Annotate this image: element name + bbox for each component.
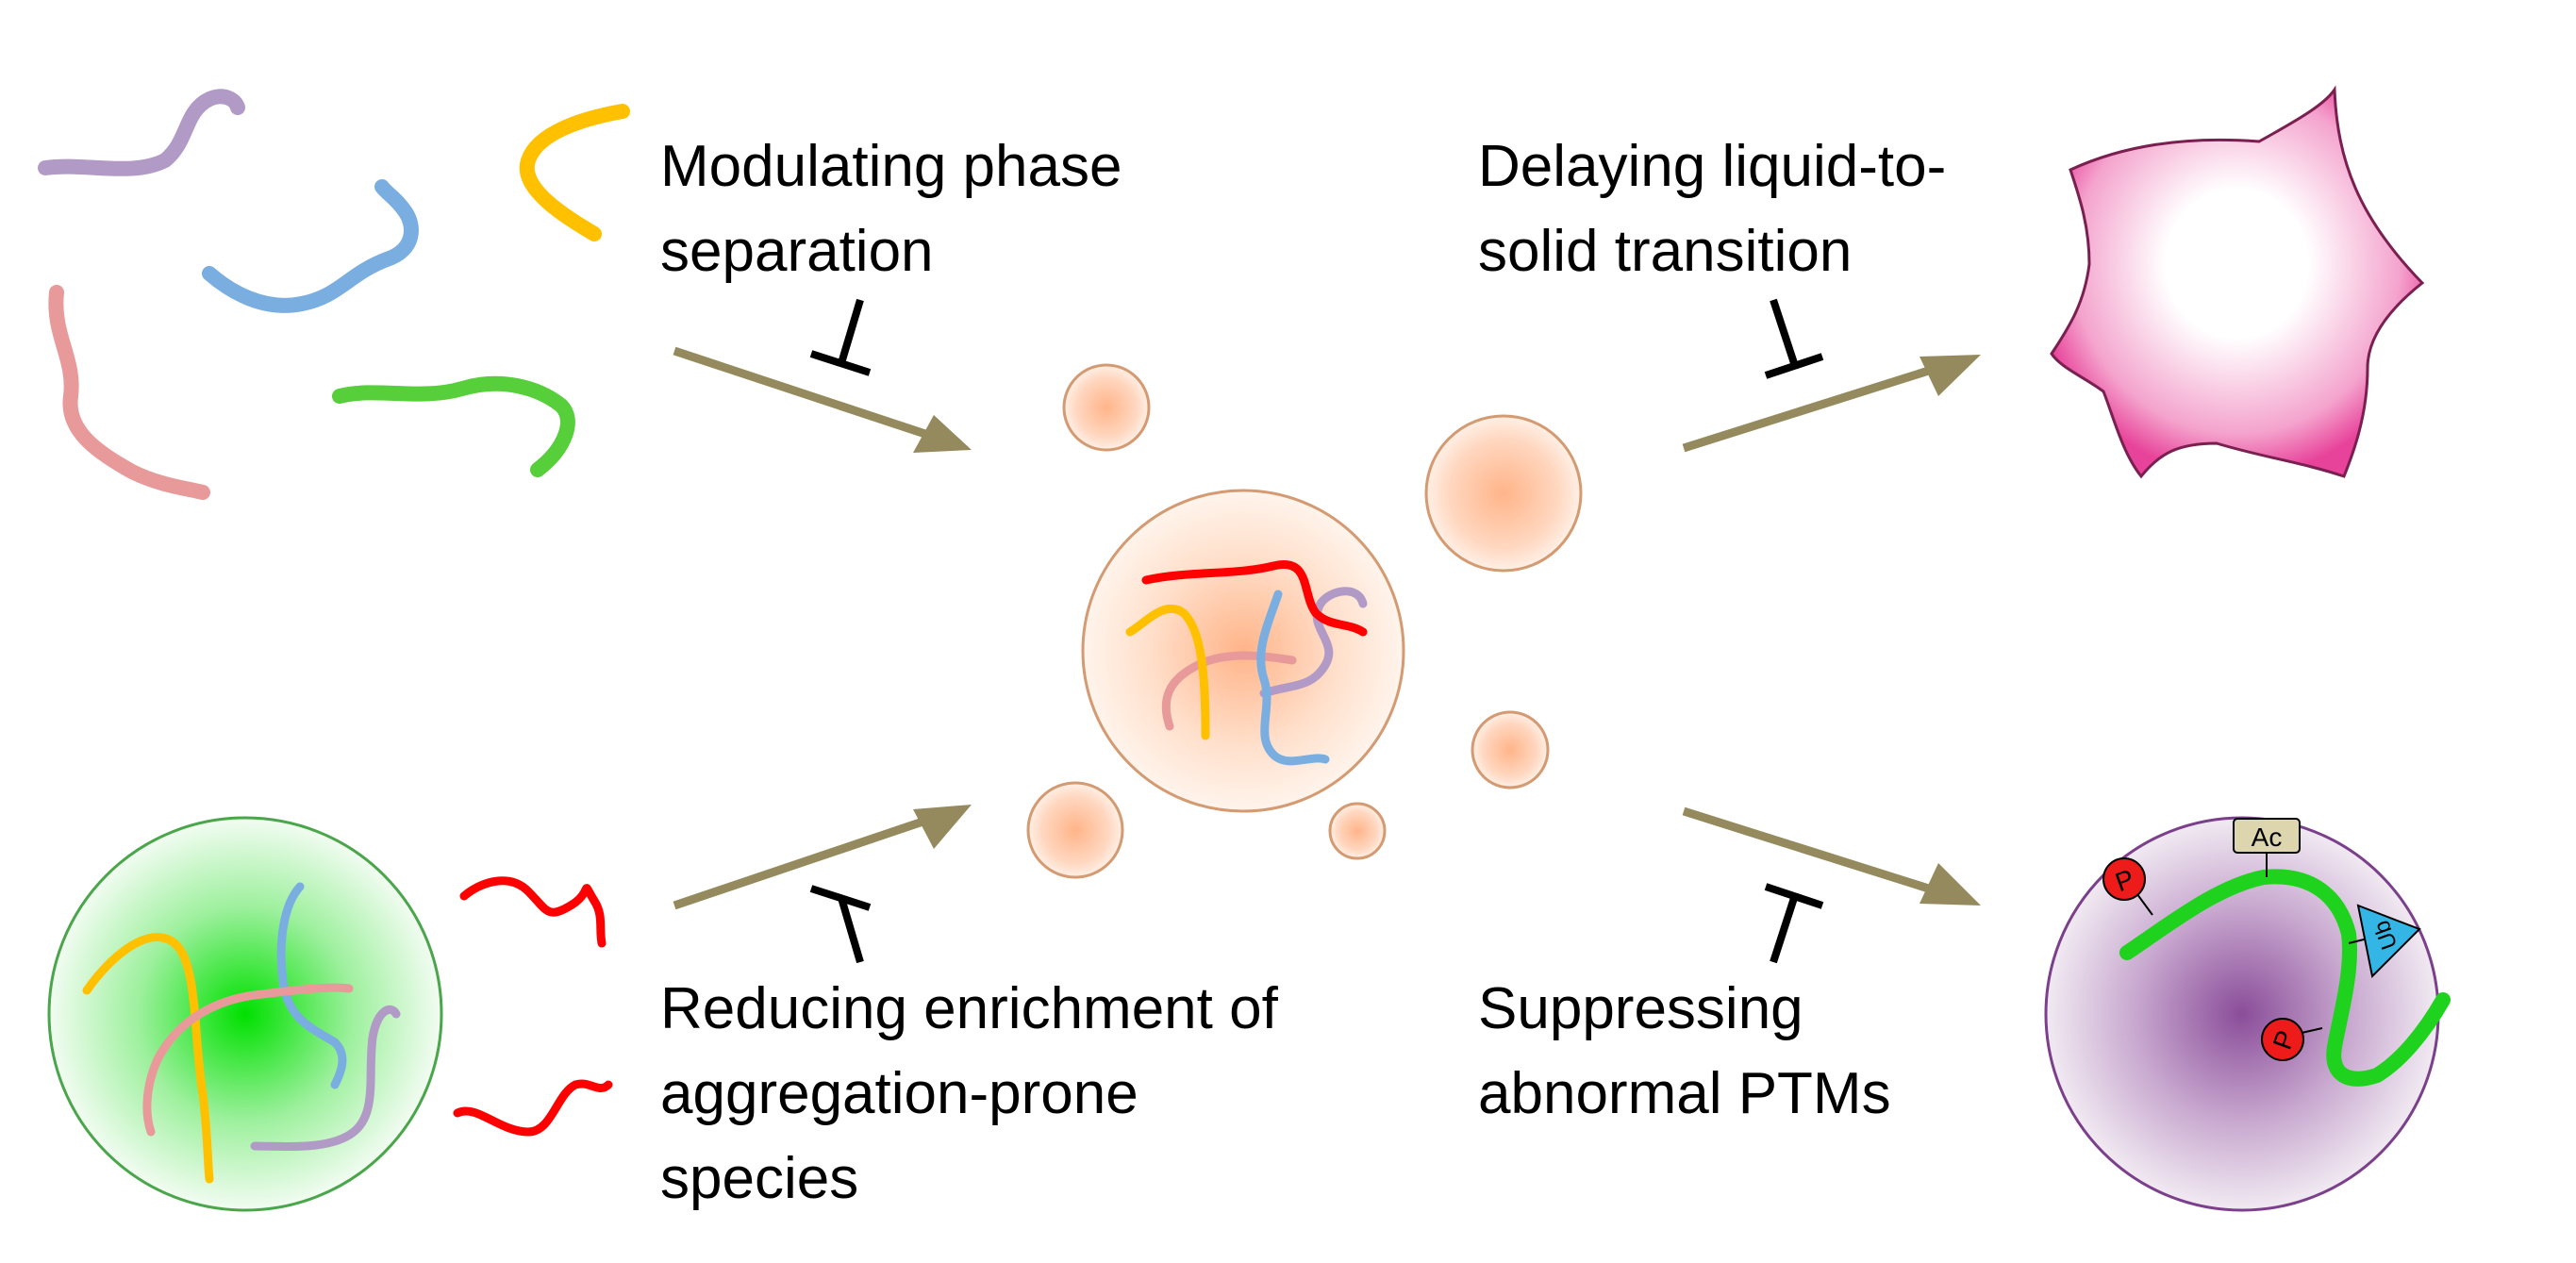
- chain-red-upper: [459, 876, 607, 948]
- label-top-left: Modulating phase separation: [660, 134, 1122, 284]
- label-line: Reducing enrichment of: [660, 976, 1279, 1041]
- ptm-condensate: P P Ac Ub: [2044, 816, 2451, 1212]
- solid-aggregate: [2050, 85, 2425, 479]
- phospho-link: [2301, 1027, 2323, 1034]
- label-line: species: [660, 1146, 858, 1211]
- arrow-head: [913, 805, 972, 849]
- central-droplet: [1081, 489, 1405, 813]
- chain-purple: [1259, 587, 1368, 698]
- chain-pink: [48, 285, 210, 500]
- label-bottom-left: Reducing enrichment of aggregation-prone…: [660, 976, 1279, 1211]
- inhibitor-top-left: [809, 298, 872, 376]
- droplet: [1026, 781, 1124, 879]
- label-top-right: Delaying liquid-to- solid transition: [1478, 134, 1946, 284]
- chain-yellow: [519, 104, 630, 241]
- chain-blue: [276, 882, 347, 1089]
- acetyl-icon: [2233, 818, 2301, 854]
- droplet: [1062, 363, 1151, 452]
- aggregation-prone-species: [453, 876, 613, 1137]
- arrow-head: [913, 415, 972, 453]
- inhibitor-bottom-right: [1764, 883, 1824, 964]
- label-line: abnormal PTMs: [1478, 1061, 1891, 1126]
- inhibitor-bottom-left: [809, 885, 872, 964]
- phospho-icon: [2261, 1018, 2304, 1061]
- droplet: [1424, 414, 1583, 573]
- chain-blue: [1256, 590, 1330, 766]
- ubiquitin-icon: [2356, 904, 2421, 979]
- inhibitor-top-right: [1764, 298, 1824, 379]
- chain-green: [332, 375, 575, 477]
- central-condensate: [1081, 489, 1405, 813]
- label-line: Delaying liquid-to-: [1478, 134, 1946, 199]
- green-condensate: [47, 816, 443, 1212]
- label-bottom-right: Suppressing abnormal PTMs: [1478, 976, 1891, 1126]
- chain-pink: [142, 983, 354, 1137]
- arrow-shaft: [1682, 358, 1954, 453]
- label-line: Suppressing: [1478, 976, 1803, 1041]
- free-protein-chains: [38, 89, 630, 500]
- arrow-shaft: [1682, 806, 1954, 901]
- droplet: [1471, 710, 1550, 789]
- acetyl-label: Ac: [2252, 823, 2283, 852]
- green-protein-chain: [2119, 869, 2451, 1087]
- arrow-head: [1920, 863, 1981, 906]
- droplet: [1328, 802, 1387, 860]
- pathway-arrows: [673, 346, 1981, 910]
- arrow-shaft: [673, 808, 950, 910]
- chain-red-lower: [453, 1079, 613, 1137]
- small-droplets: [1026, 363, 1583, 879]
- arrow-shaft: [673, 346, 950, 446]
- label-line: solid transition: [1478, 219, 1852, 284]
- chain-purple: [38, 89, 245, 176]
- chain-red: [1141, 559, 1368, 637]
- arrow-head: [1920, 355, 1981, 396]
- chain-yellow: [82, 933, 214, 1184]
- chain-purple: [250, 1005, 401, 1152]
- label-line: Modulating phase: [660, 134, 1122, 199]
- phospho-icon: [2102, 857, 2146, 901]
- label-line: aggregation-prone: [660, 1061, 1138, 1126]
- chain-blue: [202, 179, 419, 313]
- label-line: separation: [660, 219, 934, 284]
- inhibitor-symbols: [809, 298, 1824, 964]
- chain-yellow: [1125, 604, 1210, 740]
- chain-pink: [1161, 651, 1297, 731]
